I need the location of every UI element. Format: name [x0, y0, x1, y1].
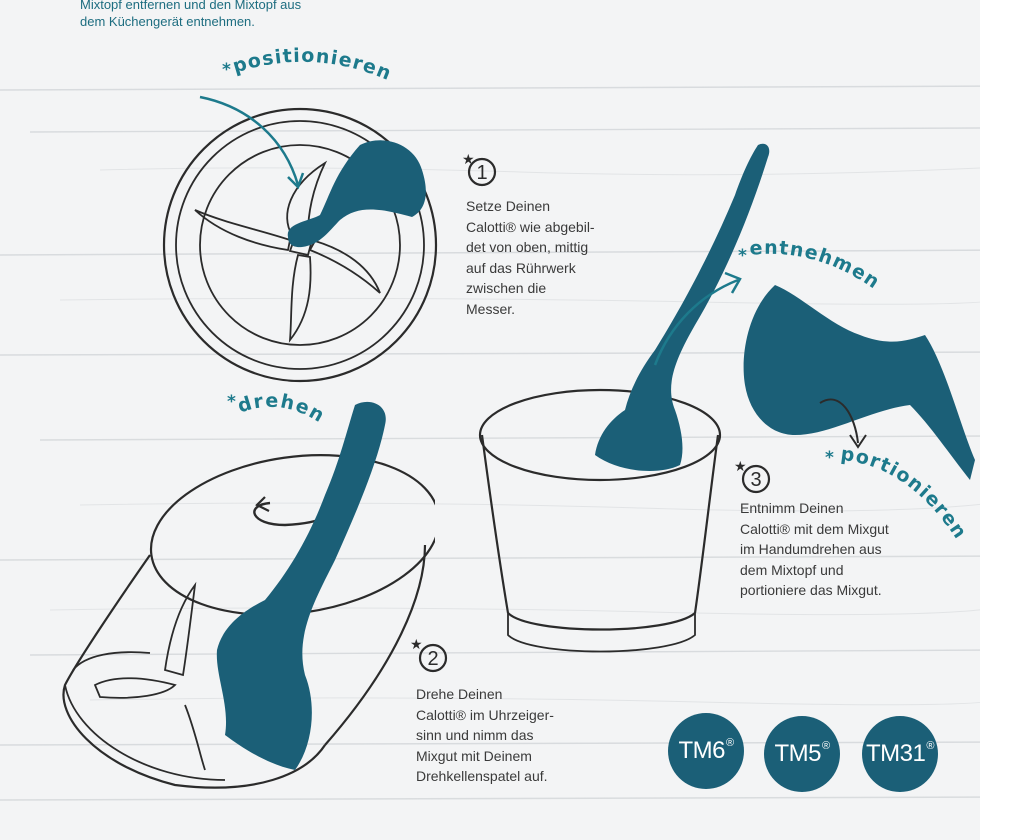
step-1-line: Messer.: [466, 300, 516, 317]
svg-text:★: ★: [462, 152, 475, 168]
step-3-line: Entnimm Deinen: [740, 500, 844, 516]
step-3-line: dem Mixtopf und: [740, 561, 844, 578]
step-1-line: auf das Rührwerk: [466, 259, 576, 276]
star-icon: *: [738, 246, 747, 266]
step-3-number-icon: ★ 3: [734, 459, 771, 494]
bowl-side-right: [693, 434, 720, 614]
star-icon: *: [825, 448, 834, 468]
step-2-line: Calotti® im Uhrzeiger-: [416, 706, 554, 723]
step-2-line: sinn und nimm das: [416, 727, 534, 743]
top-note-line-2: dem Küchengerät entnehmen.: [80, 14, 255, 29]
tilted-bowl-illustration: drehen *: [62, 390, 435, 789]
svg-text:★: ★: [734, 459, 747, 475]
top-view-illustration: positionieren *: [162, 45, 438, 383]
badge-tm5: TM5®: [764, 716, 840, 792]
top-note-line-1: Mixtopf entfernen und den Mixtopf aus: [80, 0, 302, 12]
badge-label: TM6: [678, 737, 725, 764]
step-2-line: Mixgut mit Deinem: [416, 747, 532, 764]
bowl-base: [507, 613, 696, 653]
svg-text:2: 2: [427, 648, 438, 670]
step-3-text: Entnimm Deinen Calotti® mit dem Mixgut i…: [740, 498, 889, 601]
lift-out-illustration: entnehmen * portionieren *: [478, 143, 975, 653]
registered-mark: ®: [725, 737, 734, 749]
calotti-top-view: [287, 140, 426, 248]
top-note: Mixtopf entfernen und den Mixtopf aus de…: [80, 0, 301, 30]
step-1-number-icon: ★ 1: [462, 152, 497, 187]
registered-mark: ®: [821, 740, 830, 752]
star-icon: *: [227, 392, 236, 412]
step-1-line: Calotti® wie abgebil-: [466, 218, 595, 235]
bowl-outer-rim: [162, 107, 438, 383]
step-2-number-icon: ★ 2: [410, 637, 448, 673]
step-2-line: Drehe Deinen: [416, 686, 503, 702]
badge-label: TM5: [774, 740, 821, 767]
step-1-line: zwischen die: [466, 280, 547, 296]
step-3-line: Calotti® mit dem Mixgut: [740, 520, 889, 537]
step-1-line: Setze Deinen: [466, 198, 551, 214]
step-1-line: det von oben, mittig: [466, 239, 589, 255]
step-2-text: Drehe Deinen Calotti® im Uhrzeiger- sinn…: [416, 684, 554, 787]
step-3-line: portioniere das Mixgut.: [740, 582, 882, 598]
step-2-line: Drehkellenspatel auf.: [416, 768, 548, 784]
badge-label: TM31: [866, 740, 926, 767]
bowl-side-left: [480, 434, 510, 614]
bowl-body: [62, 554, 326, 789]
badge-tm6: TM6®: [668, 713, 744, 789]
label-entnehmen: entnehmen: [749, 237, 884, 294]
calotti-in-bowl: [595, 143, 770, 471]
step-1-text: Setze Deinen Calotti® wie abgebil- det v…: [466, 196, 595, 319]
bowl-rim: [478, 388, 722, 482]
registered-mark: ®: [926, 740, 934, 752]
bowl-bottom: [199, 144, 401, 346]
label-drehen: drehen: [235, 390, 329, 428]
star-icon: *: [222, 60, 231, 80]
svg-text:3: 3: [750, 469, 761, 491]
calotti-in-bowl: [216, 401, 386, 770]
calotti-lifted: [743, 285, 975, 480]
label-positionieren: positionieren: [230, 45, 395, 85]
step-3-line: im Handumdrehen aus: [740, 541, 882, 557]
bowl-inner-rim: [175, 120, 425, 370]
svg-text:1: 1: [476, 162, 487, 184]
badge-tm31: TM31®: [862, 716, 938, 792]
svg-text:★: ★: [410, 637, 423, 653]
